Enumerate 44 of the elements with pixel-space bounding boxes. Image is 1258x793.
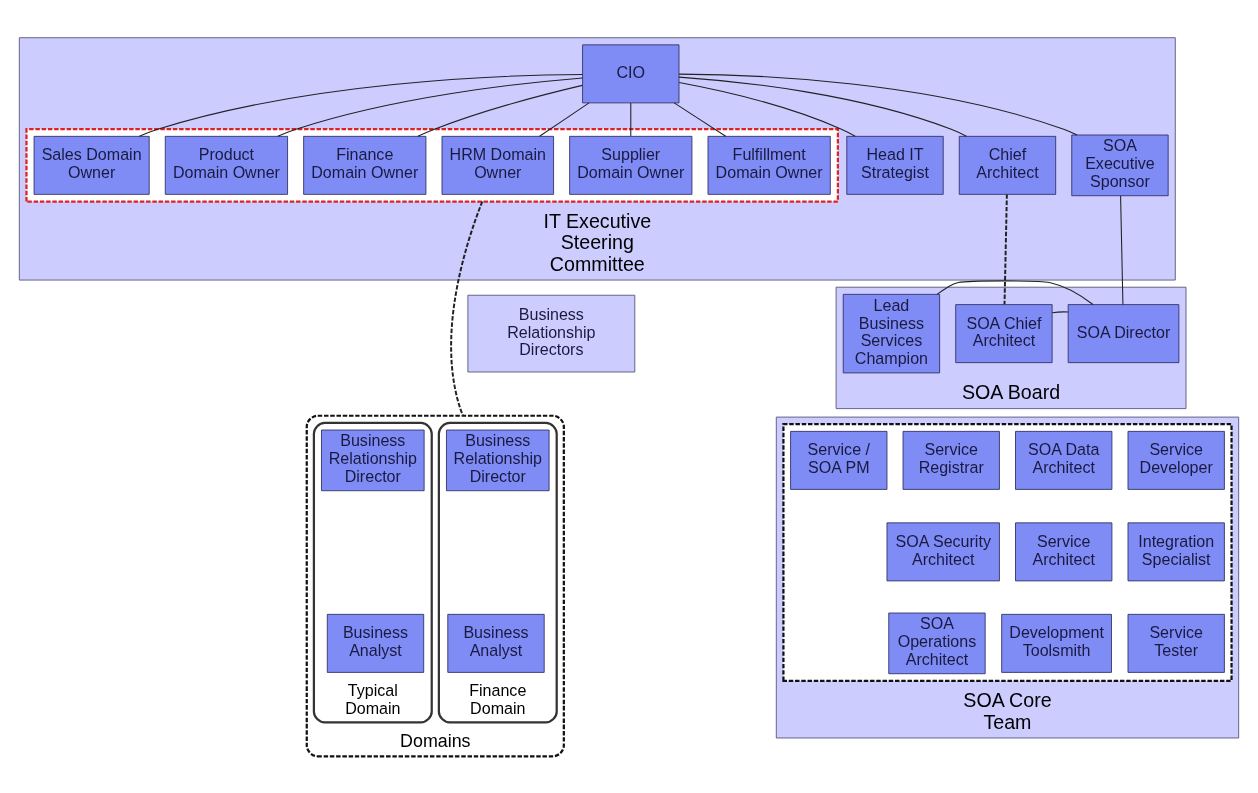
node-box: HRM Domain Owner [441,135,554,195]
node-box: Service Architect [1015,521,1113,581]
node-box: Sales Domain Owner [33,135,150,195]
connector [678,76,967,137]
connector [277,76,584,137]
node-box: Service Registrar [902,430,1000,490]
node-box: Finance Domain Owner [303,135,427,195]
node-box: Business Analyst [447,613,545,673]
node-box: Service / SOA PM [790,430,888,490]
connector [450,200,484,417]
node-box: Business Analyst [326,613,425,673]
connector [678,73,1078,136]
node-box: Integration Specialist [1127,521,1225,581]
node-box: Development Toolsmith [1001,613,1112,673]
node-box: Supplier Domain Owner [569,135,693,195]
node-box: SOA Chief Architect [955,303,1053,363]
cluster [782,422,1233,682]
node-box: SOA Executive Sponsor [1071,134,1169,196]
connector [673,101,727,137]
node-box: Business Relationship Directors [467,294,636,372]
connector [1051,310,1069,313]
node-box: SOA Data Architect [1015,430,1113,490]
connector [1003,193,1008,305]
connector [1120,194,1124,305]
node-box: CIO [582,43,680,103]
node-box: Lead Business Services Champion [842,293,941,373]
node-box: Product Domain Owner [164,135,288,195]
connector [138,73,584,137]
node-box: SOA Operations Architect [888,612,986,674]
cluster [25,127,839,203]
node-box: Service Tester [1127,613,1225,673]
node-box: Fulfillment Domain Owner [707,135,831,195]
node-box: Chief Architect [958,135,1057,195]
connector [539,101,590,137]
connector [417,84,583,137]
node-box: SOA Security Architect [886,521,1000,581]
node-box: Service Developer [1127,430,1225,490]
node-box: Head IT Strategist [846,135,944,195]
node-box: Business Relationship Director [321,429,425,491]
node-box: SOA Director [1067,303,1180,363]
connector [936,279,1094,305]
connector [630,101,632,137]
connector [678,81,856,137]
node-box: Business Relationship Director [446,429,550,491]
